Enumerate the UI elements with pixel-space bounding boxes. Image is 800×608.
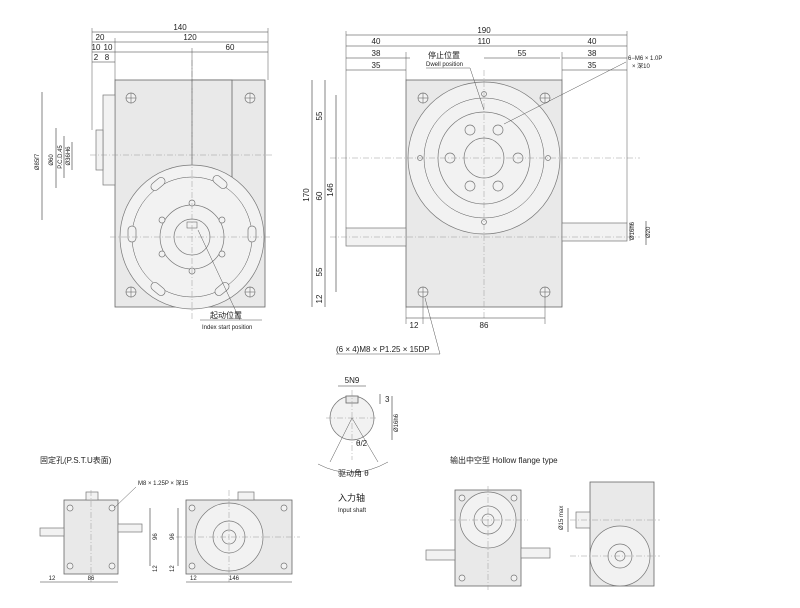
hollow-flange-view: 输出中空型 Hollow flange type Ø15 max [425,455,660,590]
small-dim-12c: 12 [170,565,176,572]
fixing-holes-view: 固定孔(P.S.T.U表面) M8 × 1.25P × 深15 12 86 96… [39,455,300,583]
dim-190: 190 [477,26,491,35]
side-view: 140 20 120 10 10 60 2 8 Ø85f7 Ø60 P.C.D.… [35,23,272,331]
mount-hole [417,92,429,104]
dim-170: 170 [302,188,311,202]
m8-thread-spec: (6 × 4)M8 × P1.25 × 15DP [336,345,430,354]
dim-85f7: Ø85f7 [35,153,41,170]
hollow-flange-title: 输出中空型 Hollow flange type [450,455,558,465]
small-dim-12b: 12 [153,565,159,572]
dim-16h6-shaft: Ø16h6 [394,413,400,432]
roller [150,177,166,191]
small-shaft-left [39,527,65,537]
dwell-position-en: Dwell position [426,62,463,68]
dim-120: 120 [183,33,197,42]
roller [127,225,137,243]
dim-55-top: 55 [518,49,527,58]
dim-35b: 35 [588,61,597,70]
mount-hole [125,92,137,104]
dim-20: 20 [96,33,105,42]
dim-5n9: 5N9 [345,376,360,385]
mount-hole [244,286,256,298]
dim-86: 86 [480,321,489,330]
mount-hole [539,92,551,104]
front-view: 190 40 110 40 38 55 38 35 35 停止位置 Dwell … [302,26,662,355]
theta-half: θ/2 [356,439,368,448]
dwell-position-cn: 停止位置 [428,50,460,60]
dim-60: 60 [226,43,235,52]
dim-40b: 40 [588,37,597,46]
roller [247,225,257,243]
small-dim-146: 146 [229,576,240,582]
index-start-en: Index start position [202,325,252,331]
dim-10a: 10 [92,43,101,52]
small-dim-86: 86 [88,576,95,582]
small-dim-96: 96 [153,533,159,540]
input-shaft-right [561,222,628,242]
dim-2: 2 [94,53,99,62]
dim-pcd: P.C.D.45 [58,145,64,169]
dim-55b: 55 [315,267,324,276]
small-dim-12d: 12 [190,576,197,582]
small-dim-96b: 96 [170,533,176,540]
dim-20-right: Ø20 [646,226,652,238]
small-shaft-right [117,523,143,533]
dim-55a: 55 [315,111,324,120]
dim-60-vertical: 60 [315,191,324,200]
mount-hole [417,286,429,298]
side-flange [102,94,116,186]
m6-spec-depth: × 深10 [632,62,651,70]
dim-38a: 38 [372,49,381,58]
small-dim-12a: 12 [49,576,56,582]
mount-hole [539,286,551,298]
mount-hole [125,286,137,298]
dim-3: 3 [385,395,390,404]
m6-spec: 6−M6 × 1.0P [628,56,662,62]
fix-hole-title: 固定孔(P.S.T.U表面) [40,455,112,465]
hollow-shaft-right [520,547,551,559]
mount-hole [244,92,256,104]
dim-36h6: Ø36H6 [66,146,72,166]
dim-146: 146 [326,183,335,197]
index-start-cn: 起动位置 [210,310,242,320]
dim-40a: 40 [372,37,381,46]
roller [212,175,228,189]
input-shaft-en: Input shaft [338,508,366,514]
dim-140: 140 [173,23,187,32]
dim-12-horizontal: 12 [410,321,419,330]
dim-15max: Ø15 max [559,506,565,530]
dim-60-left: Ø60 [49,154,55,166]
roller [214,282,230,296]
side-hub [95,129,104,171]
input-shaft-detail: 5N9 3 Ø16h6 θ/2 驱动角 θ 入力轴 Input shaft [317,376,400,514]
dim-38b: 38 [588,49,597,58]
dim-12-vertical: 12 [315,294,324,303]
drive-angle: 驱动角 θ [338,468,369,478]
m8-fix-spec: M8 × 1.25P × 深15 [138,479,189,487]
dim-16h6-right: Ø16h6 [630,221,636,240]
dim-10b: 10 [104,43,113,52]
dim-35a: 35 [372,61,381,70]
hollow-shaft-left [425,549,456,561]
dim-110: 110 [478,37,491,46]
roller [150,282,166,296]
input-shaft-cn: 入力轴 [338,492,365,503]
dim-8: 8 [105,53,110,62]
